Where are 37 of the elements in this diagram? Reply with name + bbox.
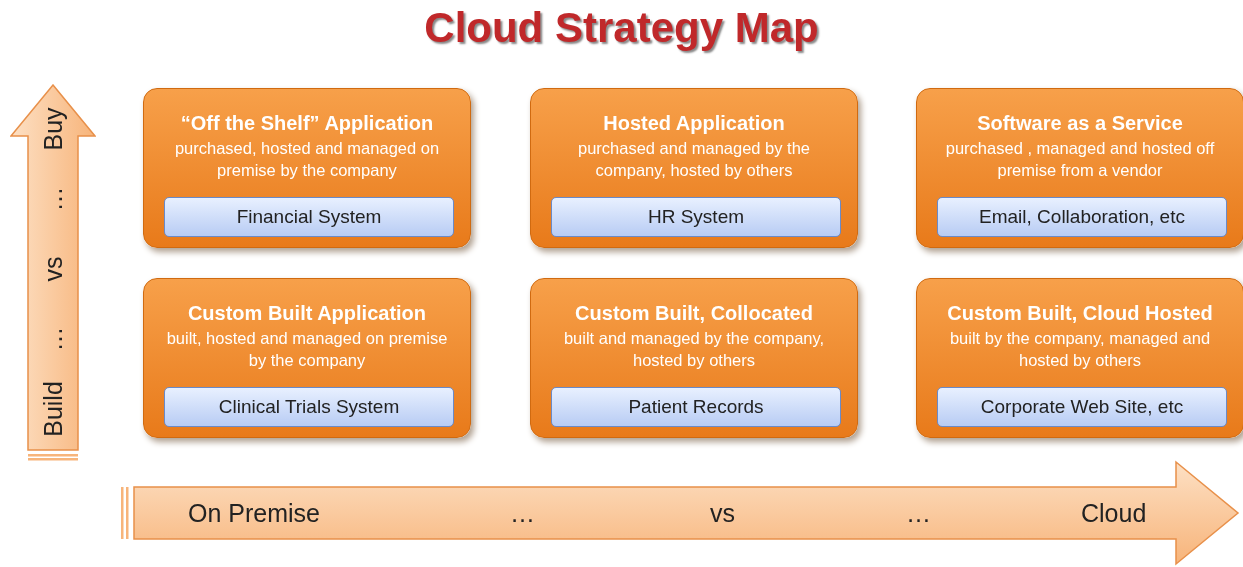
- category-card: [143, 88, 471, 248]
- example-box: Clinical Trials System: [164, 387, 454, 427]
- card-description: built, hosted and managed on premise by the company: [165, 328, 449, 371]
- example-box: Financial System: [164, 197, 454, 237]
- axis-label: …: [38, 186, 68, 212]
- card-description: purchased , managed and hosted off premise from a vendor: [944, 138, 1216, 181]
- category-card: [916, 88, 1243, 248]
- axis-label: Cloud: [1081, 498, 1147, 528]
- card-description: purchased, hosted and managed on premise by the company: [173, 138, 441, 181]
- title: Cloud Strategy Map: [424, 4, 819, 52]
- card-heading: “Off the Shelf” Application: [180, 111, 434, 135]
- axis-label: …: [38, 326, 68, 352]
- card-heading: Hosted Application: [603, 111, 785, 135]
- example-box: Email, Collaboration, etc: [937, 197, 1227, 237]
- card-heading: Software as a Service: [977, 111, 1183, 135]
- card-heading: Custom Built Application: [187, 301, 427, 325]
- card-description: built by the company, managed and hosted by others: [948, 328, 1212, 371]
- axis-label: Buy: [38, 107, 68, 151]
- card-heading: Custom Built, Cloud Hosted: [947, 301, 1213, 325]
- example-box: HR System: [551, 197, 841, 237]
- axis-label: On Premise: [188, 498, 320, 528]
- card-description: built and managed by the company, hosted by others: [562, 328, 826, 371]
- category-card: [530, 278, 858, 438]
- card-heading: Custom Built, Collocated: [575, 301, 813, 325]
- category-card: [143, 278, 471, 438]
- example-box: Patient Records: [551, 387, 841, 427]
- axis-label: Build: [38, 381, 68, 437]
- axis-label: vs: [710, 498, 735, 528]
- card-description: purchased and managed by the company, hosted by others: [576, 138, 812, 181]
- axis-label: …: [510, 498, 535, 528]
- axis-label: …: [906, 498, 931, 528]
- category-card: [916, 278, 1243, 438]
- horizontal-axis-arrow: [118, 460, 1240, 566]
- axis-label: vs: [38, 256, 68, 282]
- category-card: [530, 88, 858, 248]
- example-box: Corporate Web Site, etc: [937, 387, 1227, 427]
- vertical-axis-arrow: [10, 84, 96, 462]
